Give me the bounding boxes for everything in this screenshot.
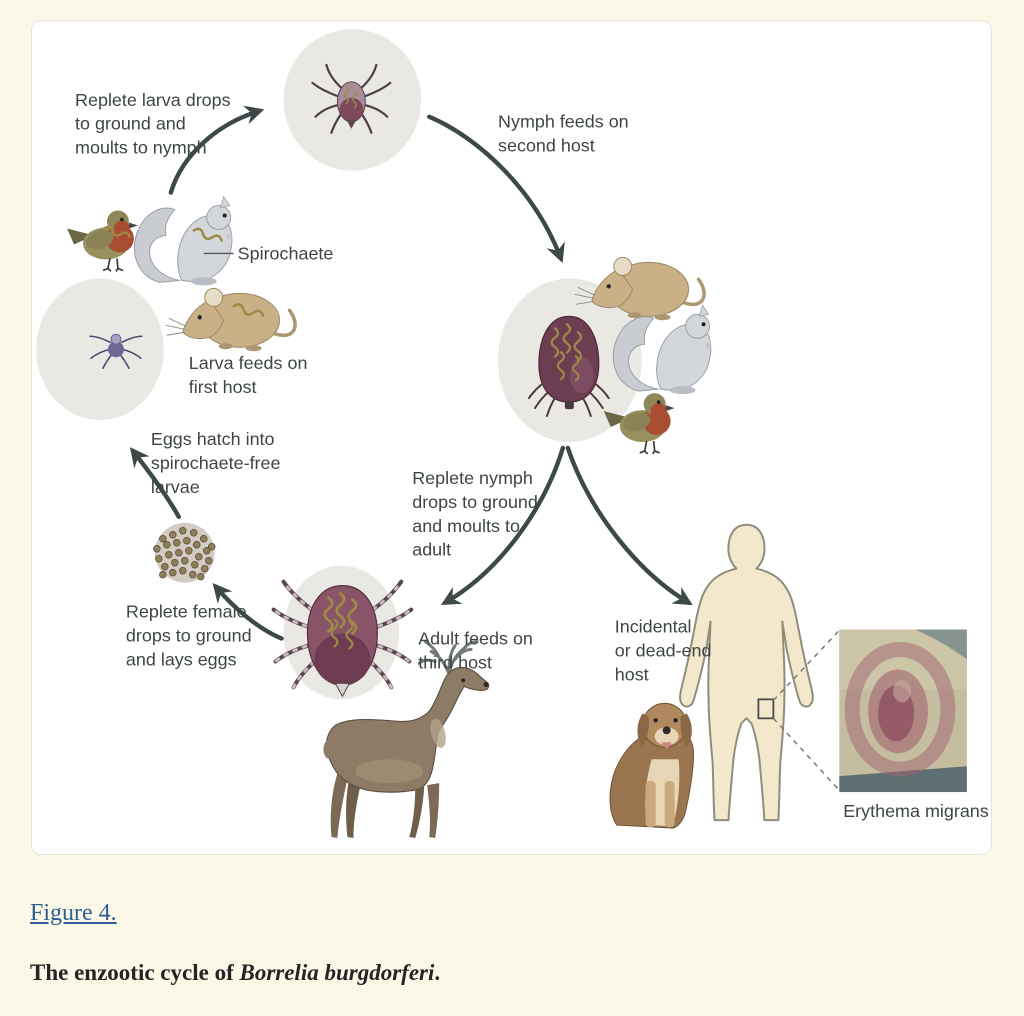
robin-illustration xyxy=(66,209,139,273)
label-replete-larva: Replete larva drops to ground and moults… xyxy=(75,90,236,158)
figure-link[interactable]: Figure 4. xyxy=(30,900,117,926)
label-replete-female: Replete female drops to ground and lays … xyxy=(126,602,257,670)
mouse-illustration xyxy=(164,286,297,353)
label-larva-feeds: Larva feeds on first host xyxy=(189,353,313,397)
erythema-migrans-photo xyxy=(839,629,967,793)
skin-inset-square xyxy=(757,698,775,720)
squirrel-illustration xyxy=(133,196,234,286)
inset-connector-lines xyxy=(772,630,840,791)
label-replete-nymph: Replete nymph drops to ground and moults… xyxy=(412,468,543,560)
figure-caption: The enzootic cycle of Borrelia burgdorfe… xyxy=(30,960,440,986)
label-incidental-host: Incidental or dead-end host xyxy=(615,617,717,685)
arrow-nymph-to-human xyxy=(565,445,693,606)
egg-mass-illustration xyxy=(153,522,216,583)
caption-period: . xyxy=(434,960,441,985)
arrow-female-to-eggs xyxy=(212,582,284,641)
dog-illustration xyxy=(609,702,695,829)
human-illustration xyxy=(679,523,814,822)
arrow-larva-to-nymph xyxy=(168,105,265,195)
enzootic-cycle-diagram: Replete larva drops to ground and moults… xyxy=(36,28,989,839)
deer-illustration xyxy=(323,640,490,839)
figure-panel: Replete larva drops to ground and moults… xyxy=(31,20,992,855)
label-adult-feeds: Adult feeds on third host xyxy=(418,629,538,673)
arrow-nymph-to-second-host xyxy=(427,114,565,263)
label-erythema-migrans: Erythema migrans xyxy=(843,801,989,821)
caption-prefix: The enzootic cycle of xyxy=(30,960,240,985)
caption-species-name: Borrelia burgdorferi xyxy=(239,960,435,985)
larva-tick-illustration xyxy=(89,333,143,369)
label-eggs-hatch: Eggs hatch into spirochaete-free larvae xyxy=(151,429,286,497)
arrow-nymph-to-adult xyxy=(440,445,566,606)
label-spirochaete: Spirochaete xyxy=(238,243,334,263)
arrow-eggs-to-larvae xyxy=(129,447,181,520)
replete-nymph-tick-illustration xyxy=(527,315,610,418)
stage-circle-larva xyxy=(36,278,164,421)
nymph-tick-illustration xyxy=(311,63,392,134)
adult-tick-illustration xyxy=(271,579,414,698)
label-nymph-feeds: Nymph feeds on second host xyxy=(498,112,634,156)
